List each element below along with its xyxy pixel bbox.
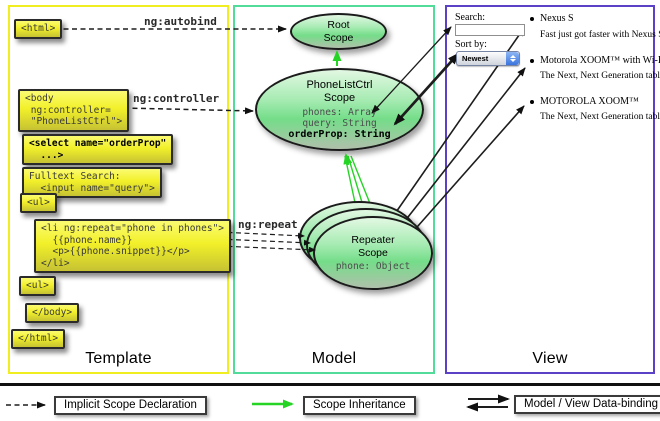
- scope-inheritance-arrows: [332, 50, 353, 166]
- sort-by-label: Sort by:: [455, 39, 487, 50]
- phone-item-title: Motorola XOOM™ with Wi-Fi: [540, 55, 660, 66]
- search-input[interactable]: [455, 24, 525, 36]
- template-panel-label: Template: [85, 350, 152, 367]
- prop-phones: phones: Array: [302, 106, 377, 118]
- legend-scope-inheritance: Scope Inheritance: [303, 396, 416, 415]
- code-body-open: <body ng:controller= "PhoneListCtrl">: [18, 89, 130, 132]
- legend-model-view-databinding: Model / View Data-binding: [514, 395, 660, 414]
- root-scope-title: Root Scope: [323, 19, 354, 44]
- ng-controller-arrow: [123, 107, 254, 115]
- ng-controller-label: ng:controller: [133, 92, 220, 105]
- code-select: <select name="orderProp" ...>: [22, 134, 174, 165]
- search-label: Search:: [455, 12, 485, 23]
- phone-item-title: Nexus S: [540, 13, 574, 24]
- ng-repeat-arrows: [218, 231, 316, 253]
- repeater-scope-title: Repeater Scope: [351, 234, 395, 259]
- sort-orderprop-databinding-arrow: [393, 52, 460, 126]
- prop-query: query: String: [302, 117, 377, 129]
- phonelistctrl-scope-ellipse: PhoneListCtrl Scope phones: Array query:…: [255, 68, 424, 151]
- search-query-databinding-arrow: [371, 26, 452, 114]
- ng-autobind-label: ng:autobind: [144, 15, 217, 28]
- bullet-icon: [530, 59, 534, 63]
- code-ul-close: <ul>: [19, 276, 56, 296]
- repeater-scope-ellipse-front: Repeater Scope phone: Object: [313, 216, 433, 290]
- view-panel-label: View: [532, 350, 568, 367]
- ng-repeat-label: ng:repeat: [238, 218, 298, 231]
- phone-item-title: MOTOROLA XOOM™: [540, 96, 639, 107]
- root-scope-ellipse: Root Scope: [290, 13, 387, 50]
- model-panel-label: Model: [311, 350, 357, 367]
- code-html-open: <html>: [14, 19, 63, 39]
- bullet-icon: [530, 100, 534, 104]
- legend-databinding-arrows: [466, 394, 510, 412]
- code-ul-open: <ul>: [20, 193, 57, 213]
- select-stepper-icon: [506, 52, 519, 65]
- view-panel: View: [445, 5, 655, 374]
- code-li-repeat: <li ng:repeat="phone in phones"> {{phone…: [34, 219, 232, 273]
- legend-separator: [0, 383, 660, 386]
- legend-implicit-scope-declaration: Implicit Scope Declaration: [54, 396, 207, 415]
- code-fulltext: Fulltext Search: <input name="query">: [22, 167, 162, 198]
- code-html-close: </html>: [11, 329, 66, 349]
- prop-phone: phone: Object: [335, 260, 411, 272]
- prop-orderprop: orderProp: String: [288, 128, 391, 140]
- phonelistctrl-scope-title: PhoneListCtrl Scope: [306, 79, 373, 104]
- sort-select[interactable]: Newest: [456, 51, 520, 66]
- code-body-close: </body>: [25, 303, 80, 323]
- sort-select-value: Newest: [462, 54, 489, 63]
- repeater-scope-props: phone: Object: [336, 261, 410, 272]
- phone-item-desc: The Next, Next Generation tablet.: [540, 112, 660, 122]
- phonelistctrl-scope-props: phones: Array query: String orderProp: S…: [288, 107, 390, 140]
- phone-item-desc: The Next, Next Generation tablet.: [540, 71, 660, 81]
- phone-item-desc: Fast just got faster with Nexus S.: [540, 30, 660, 40]
- bullet-icon: [530, 17, 534, 21]
